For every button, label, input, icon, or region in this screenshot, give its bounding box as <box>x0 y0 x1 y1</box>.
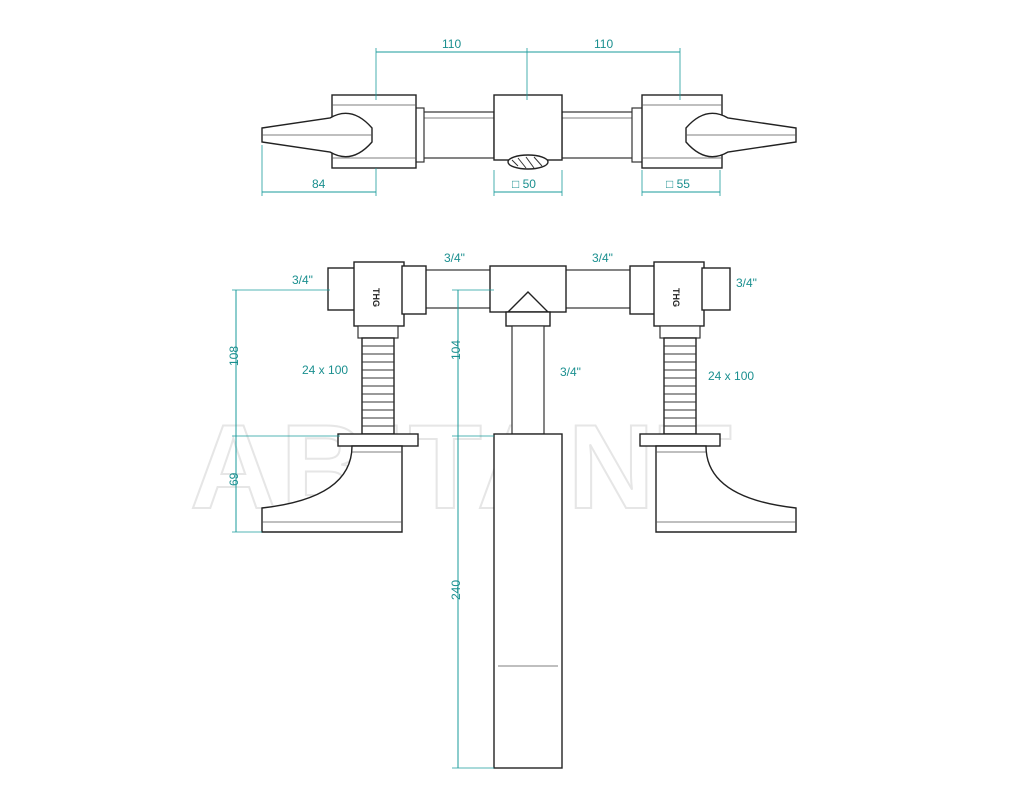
dim-front-69: 69 <box>227 472 241 486</box>
dim-top-right-110: 110 <box>594 37 613 51</box>
top-pipe-right <box>561 111 639 159</box>
front-handle-right <box>655 445 797 533</box>
front-view: THG THG <box>227 251 797 769</box>
front-valve-body-left <box>353 261 405 327</box>
thread-top-right: 3/4" <box>592 251 613 265</box>
front-nut-left-inner <box>401 265 427 315</box>
dim-spout-square-50: □ 50 <box>512 177 536 191</box>
front-handle-flange-left <box>337 433 419 447</box>
front-nut-right-outer <box>701 267 731 311</box>
thread-top-left: 3/4" <box>444 251 465 265</box>
thread-center: 3/4" <box>560 365 581 379</box>
front-spout <box>493 433 563 769</box>
top-spout-outlet-hatch <box>511 156 543 169</box>
front-hose-right <box>663 337 697 435</box>
front-hose-left <box>361 337 395 435</box>
front-pipe-left <box>424 269 496 309</box>
stamp-left: THG <box>371 288 381 307</box>
thread-left-inlet: 3/4" <box>292 273 313 287</box>
thread-right-inlet: 3/4" <box>736 276 757 290</box>
front-tee-nipple <box>505 311 551 327</box>
dim-front-108: 108 <box>227 346 241 366</box>
dim-front-104: 104 <box>449 340 463 360</box>
hose-label-right: 24 x 100 <box>708 369 754 383</box>
top-spout-block <box>493 94 563 161</box>
top-view: 110 110 84 □ 50 □ 55 <box>261 37 797 196</box>
front-hose-fitting-right <box>659 325 701 339</box>
dim-lever-84: 84 <box>312 177 326 191</box>
stamp-right: THG <box>671 288 681 307</box>
front-pipe-right <box>561 269 635 309</box>
front-nut-left-outer <box>327 267 357 311</box>
front-handle-flange-right <box>639 433 721 447</box>
hose-label-left: 24 x 100 <box>302 363 348 377</box>
dim-front-240: 240 <box>449 580 463 600</box>
dim-top-left-110: 110 <box>442 37 461 51</box>
front-nut-right-inner <box>629 265 657 315</box>
top-pipe-left <box>419 111 495 159</box>
front-hose-fitting-left <box>357 325 399 339</box>
dim-handle-square-55: □ 55 <box>666 177 690 191</box>
front-center-pipe <box>511 325 545 435</box>
